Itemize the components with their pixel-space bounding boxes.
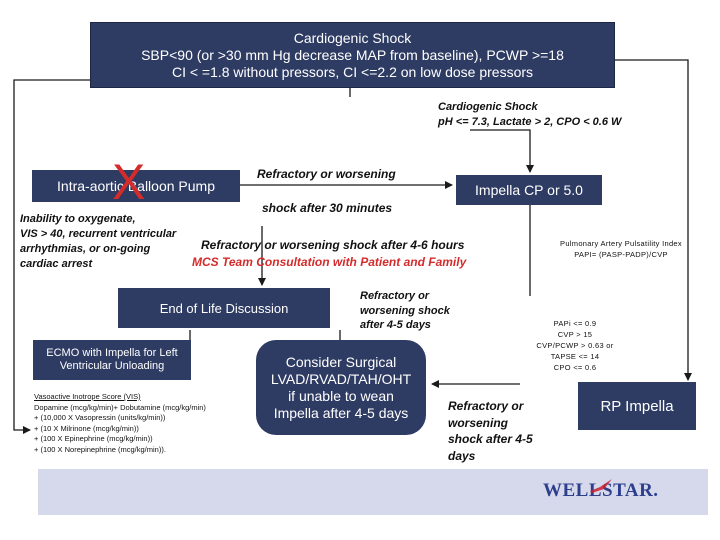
- impella-cp-box: Impella CP or 5.0: [456, 175, 602, 205]
- rp-impella-box: RP Impella: [578, 382, 696, 430]
- refractory-4-5-center-line-1: Refractory or: [360, 290, 430, 302]
- vis-note: Vasoactive Inotrope Score (VIS) Dopamine…: [34, 392, 206, 455]
- inability-line-3: arrhythmias, or on-going: [20, 243, 151, 255]
- refractory-30-line-2: shock after 30 minutes: [262, 201, 393, 215]
- inability-line-1: Inability to oxygenate,: [20, 213, 136, 225]
- left-connector: [13, 79, 90, 434]
- vis-title: Vasoactive Inotrope Score (VIS): [34, 392, 141, 401]
- iabp-box: Intra-aortic Balloon Pump: [32, 170, 240, 202]
- papi-definition: Pulmonary Artery Pulsatility Index PAPI=…: [546, 238, 696, 260]
- ecmo-box: ECMO with Impella for Left Ventricular U…: [33, 340, 191, 380]
- refractory-4-5-right-line-3: shock after 4-5: [448, 432, 533, 446]
- rp-impella-label: RP Impella: [600, 397, 674, 415]
- vis-line-5: + (100 X Epinephrine (mcg/kg/min)): [34, 434, 153, 443]
- rv-failure-criteria: PAPi <= 0.9 CVP > 15 CVP/PCWP > 0.63 or …: [510, 318, 640, 373]
- refractory-4-5-right-line-2: worsening: [448, 415, 509, 430]
- refractory-4-5-center-line-2: worsening shock: [360, 304, 450, 317]
- star-icon: [590, 479, 612, 493]
- criteria-cvp: CVP > 15: [557, 330, 593, 339]
- cardiogenic-shock-title: Cardiogenic Shock: [293, 29, 412, 46]
- criteria-cvp-pcwp: CVP/PCWP > 0.63 or: [536, 341, 614, 350]
- end-of-life-box: End of Life Discussion: [118, 288, 330, 328]
- cardiogenic-shock-box: Cardiogenic Shock SBP<90 (or >30 mm Hg d…: [90, 22, 615, 88]
- papi-def-line-2: PAPI= (PASP-PADP)/CVP: [574, 250, 668, 259]
- refractory-30-line-1: Refractory or worsening: [257, 167, 396, 181]
- surgical-line-2: LVAD/RVAD/TAH/OHT: [270, 370, 412, 387]
- wellstar-logo-text: WELLSTAR.: [543, 480, 659, 501]
- criteria-papi: PAPi <= 0.9: [553, 319, 597, 328]
- mcs-team-consultation: MCS Team Consultation with Patient and F…: [192, 255, 467, 269]
- inability-line-4: cardiac arrest: [20, 258, 93, 270]
- footer-band: WELLSTAR.: [38, 469, 708, 515]
- vis-line-2: Dopamine (mcg/kg/min)+ Dobutamine (mcg/k…: [34, 402, 206, 412]
- refractory-4-5-right: Refractory or worsening shock after 4-5 …: [448, 398, 533, 464]
- right-connector: [615, 59, 692, 381]
- ecmo-line-1: ECMO with Impella for Left: [46, 347, 178, 359]
- surgical-line-4: Impella after 4-5 days: [273, 404, 409, 421]
- refractory-4-5-center: Refractory or worsening shock after 4-5 …: [360, 289, 450, 333]
- papi-def-line-1: Pulmonary Artery Pulsatility Index: [560, 239, 682, 248]
- criteria-cpo: CPO <= 0.6: [553, 363, 597, 372]
- cardiogenic-note-line-1: Cardiogenic Shock: [438, 101, 538, 113]
- iabp-label: Intra-aortic Balloon Pump: [57, 178, 215, 194]
- criteria-line-1: SBP<90 (or >30 mm Hg decrease MAP from b…: [141, 46, 564, 63]
- refractory-4-5-right-line-1: Refractory or: [448, 399, 524, 413]
- vis-line-4: + (10 X Milrinone (mcg/kg/min)): [34, 423, 139, 433]
- surgical-line-3: if unable to wean: [288, 387, 394, 404]
- cardiogenic-note-line-2: pH <= 7.3, Lactate > 2, CPO < 0.6 W: [438, 116, 622, 128]
- ecmo-line-2: Ventricular Unloading: [59, 360, 165, 372]
- surgical-box: Consider Surgical LVAD/RVAD/TAH/OHT if u…: [256, 340, 426, 435]
- impella-cp-label: Impella CP or 5.0: [475, 182, 583, 198]
- refractory-4-6-line-1: Refractory or worsening shock after 4-6 …: [201, 238, 465, 252]
- cardiogenic-note: Cardiogenic Shock pH <= 7.3, Lactate > 2…: [438, 100, 621, 130]
- criteria-tapse: TAPSE <= 14: [550, 352, 600, 361]
- end-of-life-label: End of Life Discussion: [159, 300, 289, 316]
- crossed-out-mark: X: [112, 154, 146, 210]
- surgical-line-1: Consider Surgical: [285, 353, 397, 370]
- vis-line-6: + (100 X Norepinephrine (mcg/kg/min)).: [34, 444, 166, 454]
- refractory-4-5-right-line-4: days: [448, 448, 476, 463]
- vis-line-3: + (10,000 X Vasopressin (units/kg/min)): [34, 413, 166, 422]
- refractory-4-5-center-line-3: after 4-5 days: [360, 319, 431, 331]
- inability-line-2: VIS > 40, recurrent ventricular: [20, 228, 177, 240]
- criteria-line-2: CI < =1.8 without pressors, CI <=2.2 on …: [171, 63, 534, 80]
- wellstar-logo: WELLSTAR.: [543, 480, 659, 502]
- inability-note: Inability to oxygenate, VIS > 40, recurr…: [20, 212, 176, 272]
- note-to-impella-arrow: [470, 129, 534, 173]
